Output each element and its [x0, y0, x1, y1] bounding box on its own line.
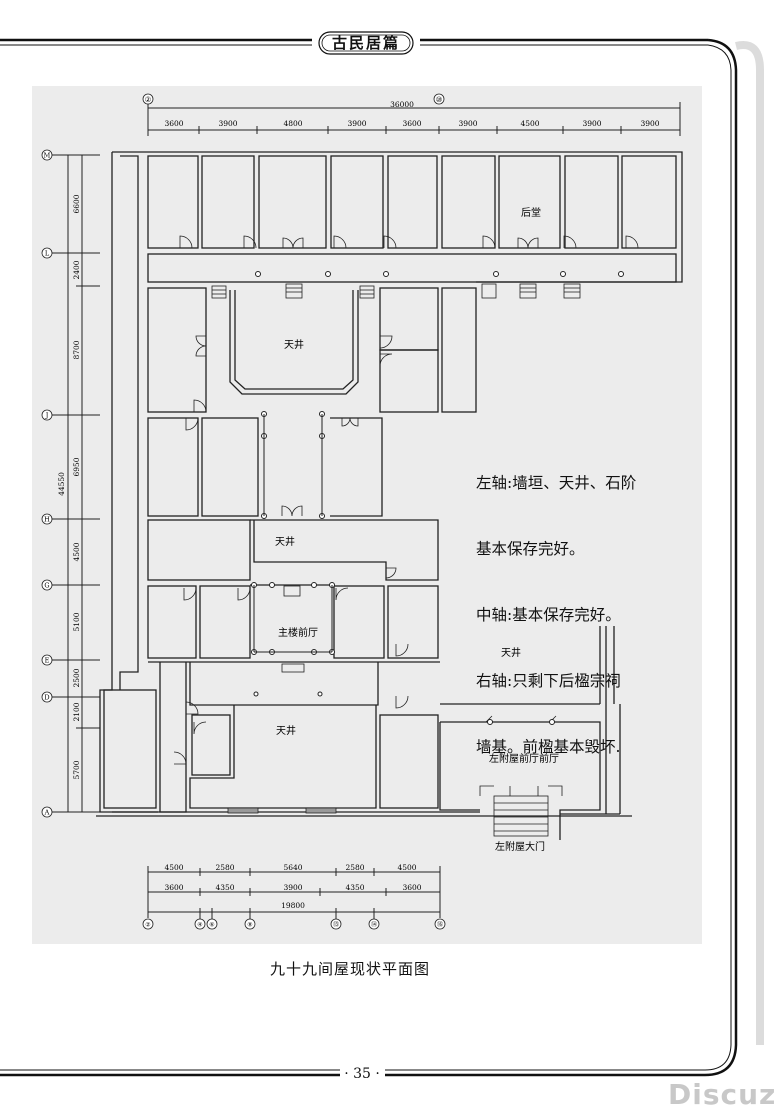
top-dim: 3600 — [402, 119, 421, 128]
room-label-courtyard-right: 天井 — [501, 646, 521, 659]
left-axis-label: D — [44, 694, 49, 702]
dimension-labels: 36000 3600 3900 4800 3900 3600 3900 4500… — [44, 95, 660, 929]
bottom-dim: 4350 — [345, 883, 364, 892]
bottom-dim: 4500 — [397, 863, 416, 872]
bottom-dim: 3900 — [283, 883, 302, 892]
top-dim: 3900 — [640, 119, 659, 128]
left-axis-label: M — [44, 152, 51, 160]
section-title: 古民居篇 — [331, 34, 400, 52]
left-axis-label: L — [45, 250, 50, 258]
room-label-courtyard-lower: 天井 — [276, 724, 296, 737]
bottom-dim: 2580 — [215, 863, 234, 872]
left-axis-label: G — [44, 582, 49, 590]
bottom-axis-label: ⑧ — [247, 922, 252, 929]
note-line: 右轴:只剩下后楹宗祠 — [476, 672, 621, 690]
bottom-axis-label: ④ — [197, 922, 202, 929]
floor-plan — [41, 93, 683, 930]
section-banner: 古民居篇 — [313, 28, 419, 58]
room-label-main-hall: 主楼前厅 — [278, 626, 318, 639]
left-axis-label: J — [45, 412, 49, 420]
left-axis-label: H — [44, 516, 50, 524]
top-dim: 3900 — [458, 119, 477, 128]
room-label-courtyard-upper: 天井 — [284, 338, 304, 351]
bottom-dim: 4350 — [215, 883, 234, 892]
left-dim: 5700 — [72, 760, 81, 779]
preservation-note: 左轴:墙垣、天井、石阶 基本保存完好。 中轴:基本保存完好。 右轴:只剩下后楹宗… — [476, 428, 696, 780]
top-dim: 3900 — [582, 119, 601, 128]
left-dim: 8700 — [72, 340, 81, 359]
left-dim: 6600 — [72, 194, 81, 213]
bottom-axis-label: ⑬ — [333, 921, 339, 929]
bottom-axis-label: ⑯ — [437, 921, 443, 929]
bottom-dim: 5640 — [283, 863, 302, 872]
bottom-total-dim: 19800 — [281, 901, 305, 910]
watermark-logo: Discuz! — [668, 1078, 779, 1111]
top-dim: 3900 — [218, 119, 237, 128]
room-label-annex-front-hall: 左附屋前厅前厅 — [489, 752, 559, 765]
top-dim: 3900 — [347, 119, 366, 128]
banner-scroll-icon — [318, 31, 414, 55]
note-line: 墙基。前楹基本毁坏. — [476, 738, 621, 756]
room-label-rear-hall: 后堂 — [521, 207, 541, 219]
top-axis-label: ⑩ — [436, 95, 443, 104]
top-dim: 4800 — [283, 119, 302, 128]
figure-caption: 九十九间屋现状平面图 — [269, 960, 430, 978]
left-dim: 2400 — [72, 260, 81, 279]
page-number: · 35 · — [340, 1066, 384, 1082]
note-line: 中轴:基本保存完好。 — [476, 606, 621, 624]
bottom-axis-label: ⑭ — [371, 921, 377, 929]
note-line: 左轴:墙垣、天井、石阶 — [476, 474, 637, 492]
top-total-dim: 36000 — [390, 100, 414, 109]
left-dim: 6950 — [72, 457, 81, 476]
bottom-dim: 4500 — [164, 863, 183, 872]
room-label-courtyard-mid: 天井 — [275, 535, 295, 548]
note-line: 基本保存完好。 — [476, 540, 585, 558]
left-dim: 4500 — [72, 542, 81, 561]
top-axis-label: ② — [145, 95, 152, 104]
bottom-dim: 2580 — [345, 863, 364, 872]
left-axis-label: A — [44, 809, 50, 817]
left-total-dim: 44550 — [57, 472, 66, 496]
left-dim: 2100 — [72, 702, 81, 721]
bottom-axis-label: ② — [145, 922, 150, 929]
top-dim: 4500 — [520, 119, 539, 128]
bottom-dim: 3600 — [402, 883, 421, 892]
left-dim: 5100 — [72, 612, 81, 631]
plan-background — [32, 86, 702, 944]
left-dim: 2500 — [72, 668, 81, 687]
bottom-dim: 3600 — [164, 883, 183, 892]
room-label-annex-gate: 左附屋大门 — [495, 840, 545, 853]
left-axis-label: E — [45, 657, 50, 665]
bottom-axis-label: ⑥ — [209, 922, 214, 929]
top-dim: 3600 — [164, 119, 183, 128]
